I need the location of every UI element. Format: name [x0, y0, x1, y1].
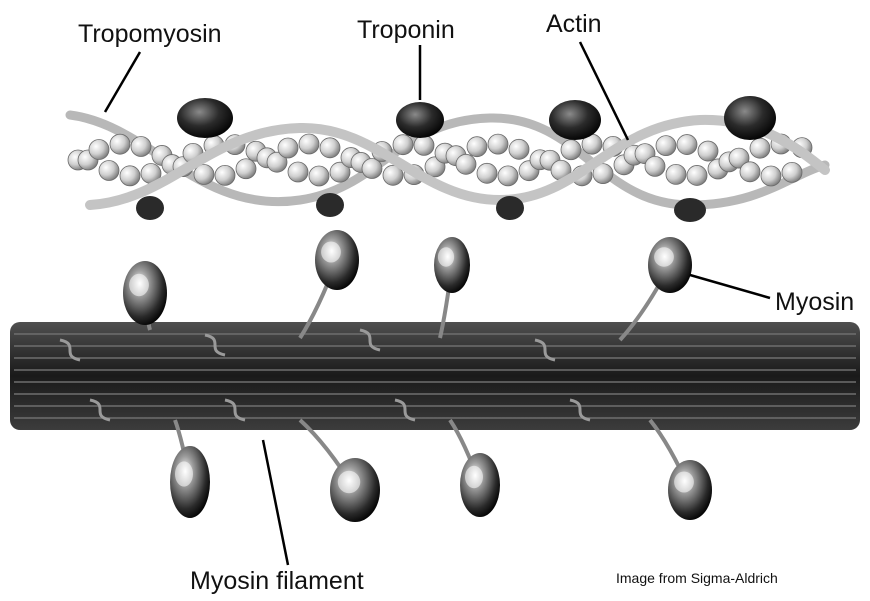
myosin-head-highlight — [338, 471, 361, 493]
troponin-blob — [549, 100, 601, 140]
myosin-label: Myosin — [775, 288, 854, 317]
actin-bead — [666, 164, 686, 184]
actin-bead — [698, 141, 718, 161]
actin-bead — [309, 166, 329, 186]
actin-bead — [299, 134, 319, 154]
troponin-blob — [177, 98, 233, 138]
actin-bead — [656, 136, 676, 156]
actin-bead — [687, 165, 707, 185]
actin-bead — [498, 166, 518, 186]
myosin-head-highlight — [674, 472, 694, 493]
actin-bead — [288, 162, 308, 182]
actin-bead — [750, 138, 770, 158]
actin-bead — [110, 134, 130, 154]
myosin-head-highlight — [465, 466, 483, 488]
image-credit: Image from Sigma-Aldrich — [616, 570, 778, 586]
troponin-blob — [496, 196, 524, 220]
actin-bead — [561, 140, 581, 160]
actin-bead — [278, 138, 298, 158]
myosin-head — [648, 237, 692, 293]
myosin-filament-bundle — [10, 322, 860, 430]
troponin-blob — [674, 198, 706, 222]
actin-bead — [131, 137, 151, 157]
troponin-blob — [316, 193, 344, 217]
actin-bead — [414, 135, 434, 155]
actin-bead — [740, 162, 760, 182]
actin-bead — [236, 159, 256, 179]
myosin-head-highlight — [654, 247, 674, 267]
actin-bead — [99, 160, 119, 180]
troponin-blob — [136, 196, 164, 220]
actin-filament — [68, 134, 812, 186]
actin-bead — [456, 154, 476, 174]
tropomyosin-leader — [105, 52, 140, 112]
myosin-head-highlight — [438, 247, 454, 267]
myosin-head-highlight — [129, 274, 149, 296]
myosin-leader — [690, 275, 770, 298]
actin-bead — [509, 139, 529, 159]
tropomyosin-label: Tropomyosin — [78, 20, 222, 49]
actin-bead — [362, 159, 382, 179]
myosin-filament-label: Myosin filament — [190, 567, 364, 596]
actin-bead — [89, 140, 109, 160]
actin-bead — [320, 138, 340, 158]
actin-bead — [120, 166, 140, 186]
myosin-head-highlight — [175, 461, 193, 486]
actin-bead — [761, 166, 781, 186]
myosin-head-highlight — [321, 242, 341, 263]
actin-bead — [782, 162, 802, 182]
troponin-blob — [396, 102, 444, 138]
troponin-label: Troponin — [357, 16, 455, 45]
actin-bead — [677, 135, 697, 155]
actin-bead — [645, 156, 665, 176]
actin-bead — [393, 135, 413, 155]
troponin-blob — [724, 96, 776, 140]
actin-bead — [488, 134, 508, 154]
myosin-head — [434, 237, 470, 293]
actin-bead — [477, 163, 497, 183]
actin-label: Actin — [546, 10, 602, 39]
myosin-filament-leader — [263, 440, 288, 565]
actin-bead — [215, 165, 235, 185]
actin-bead — [467, 137, 487, 157]
